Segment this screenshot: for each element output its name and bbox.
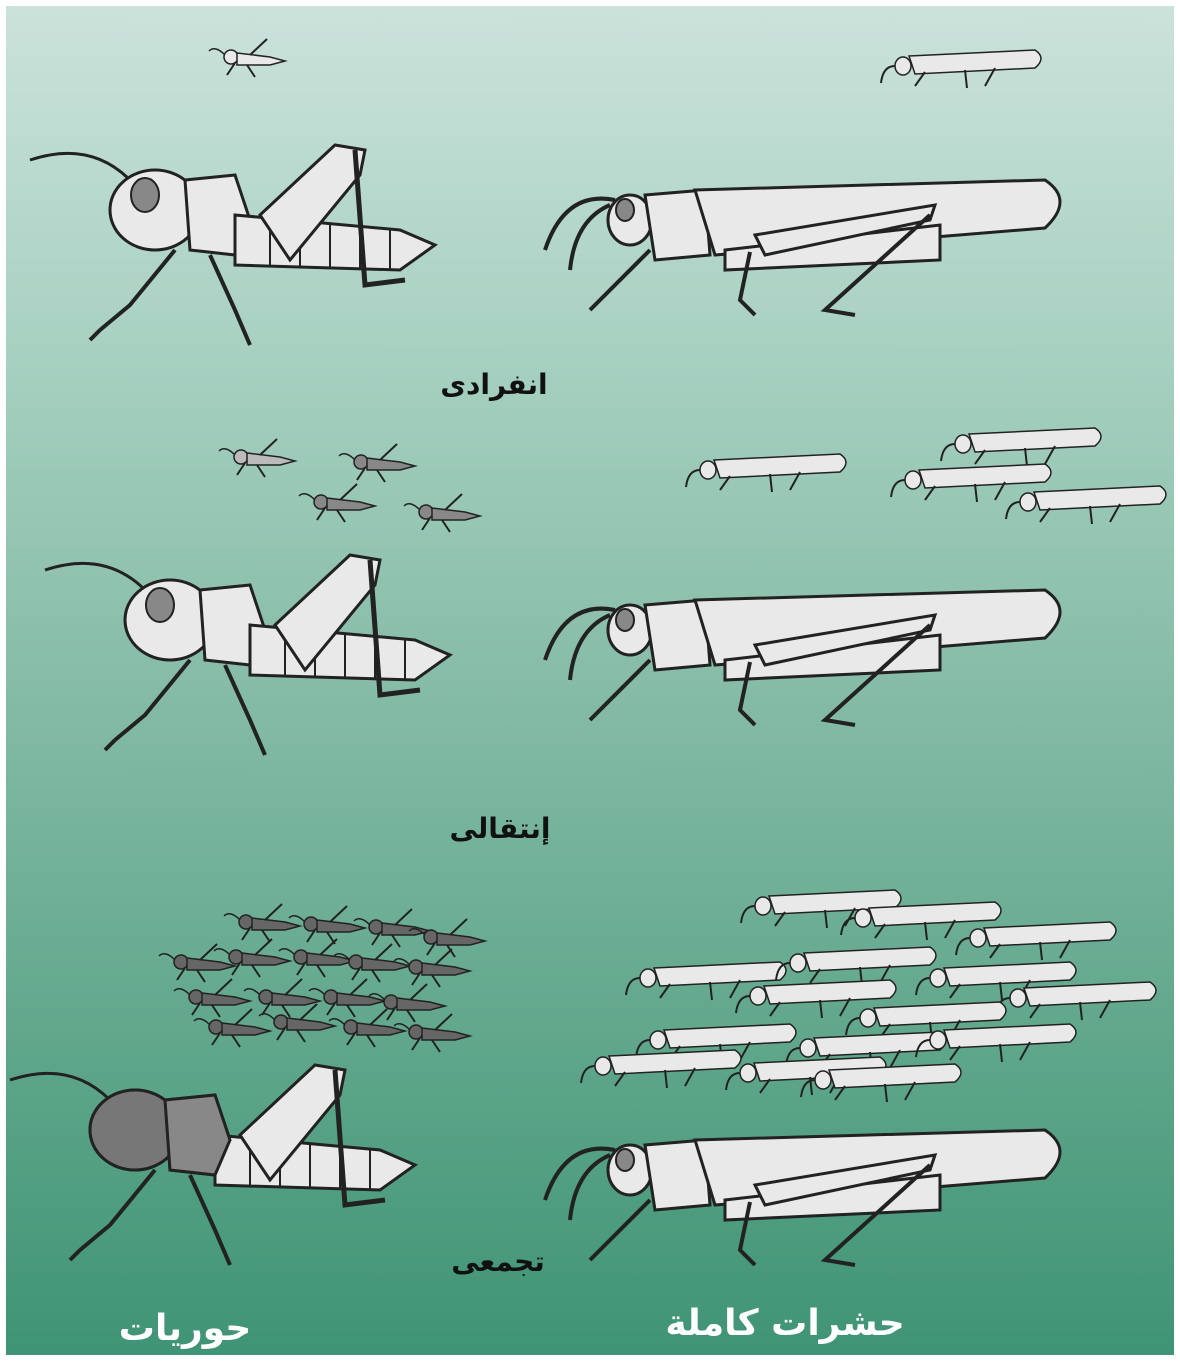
transient-small-adult <box>941 428 1101 466</box>
gregarious-adult <box>545 1130 1060 1265</box>
column-label-nymphs: حوريات <box>119 1308 251 1349</box>
solitary-small-adult <box>881 50 1041 88</box>
transient-small-nymph <box>299 484 375 522</box>
transient-small-adult <box>1006 486 1166 524</box>
phase-label-transient: إنتقالى <box>449 812 550 845</box>
solitary-adult <box>545 180 1060 315</box>
solitary-nymph <box>30 145 435 345</box>
transient-nymph <box>45 555 450 755</box>
transient-small-nymph <box>339 444 415 482</box>
transient-adult <box>545 590 1060 725</box>
transient-small-adult <box>686 454 846 492</box>
gregarious-adult-swarm <box>581 890 1156 1102</box>
gregarious-nymph-band <box>159 904 485 1052</box>
transient-small-nymph <box>219 439 295 477</box>
phase-label-gregarious: تجمعى <box>451 1245 545 1278</box>
column-label-adults: حشرات كاملة <box>665 1303 904 1344</box>
gregarious-nymph-pronotum <box>165 1095 230 1175</box>
phase-label-solitary: انفرادى <box>440 368 547 401</box>
transient-small-nymph <box>404 494 480 532</box>
solitary-small-nymph <box>209 39 285 77</box>
